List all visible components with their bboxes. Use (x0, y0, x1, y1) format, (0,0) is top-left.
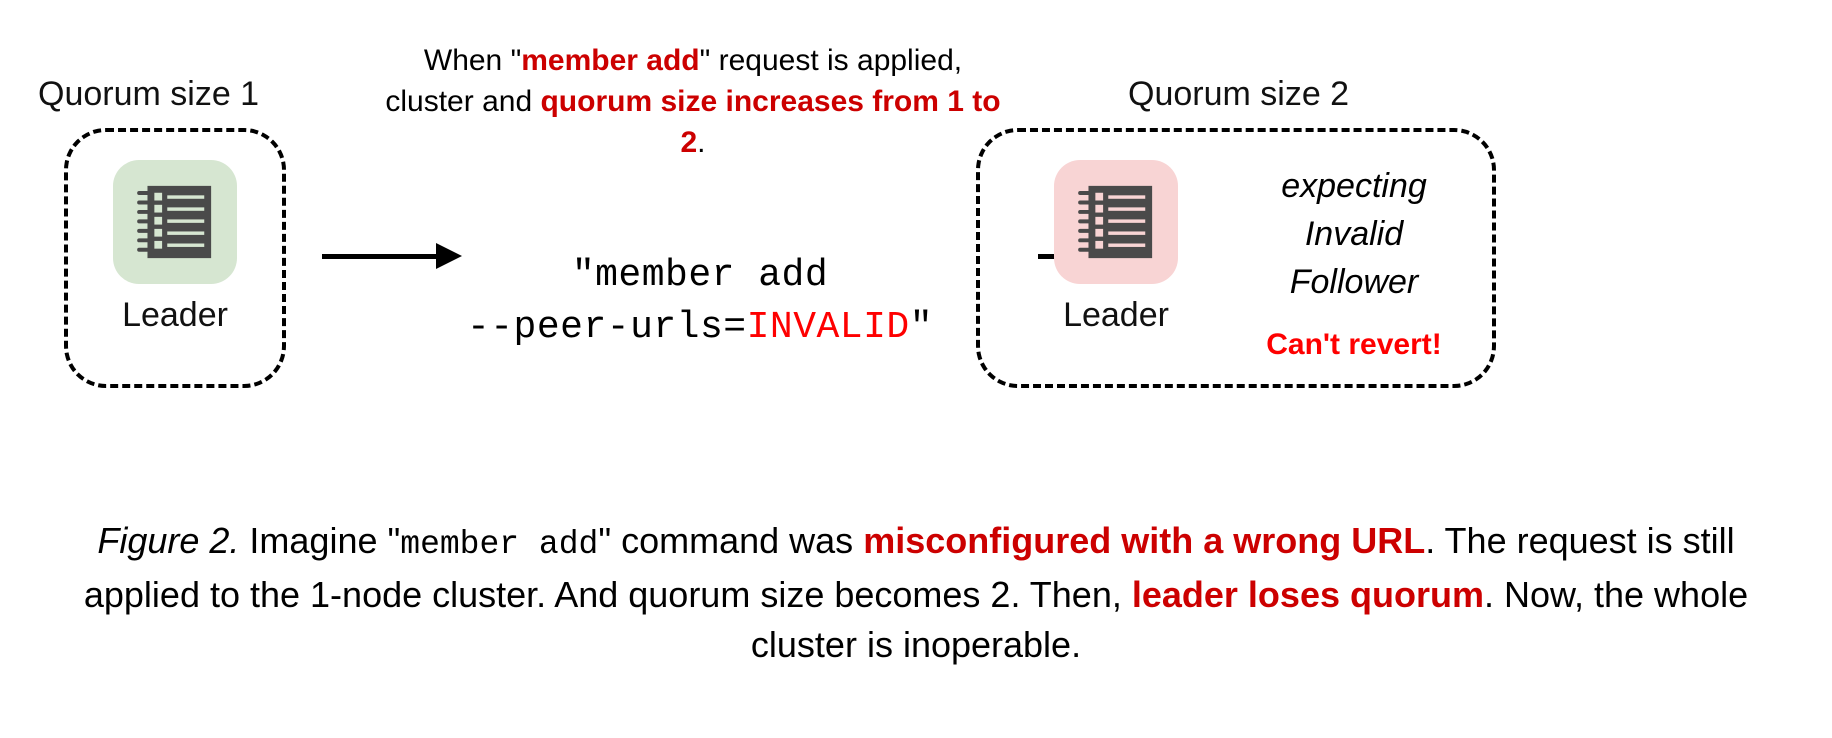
caption-highlight-2: leader loses quorum (1131, 574, 1484, 615)
caption-seg-mid: . The request is still applied to the 1-… (83, 520, 1735, 615)
top-caption-seg-0: When " (423, 44, 522, 77)
caption-seg-end: . Now, the whole cluster is inoperable. (750, 574, 1749, 665)
ledger-icon (113, 160, 237, 292)
left-leader-node-label: Leader (122, 296, 228, 334)
right-cluster-status: expecting Invalid Follower Can't revert! (1230, 162, 1478, 362)
command-subcommand: member add (595, 254, 829, 297)
figure-number: Figure 2. (97, 520, 240, 561)
left-leader-node: Leader (95, 160, 255, 334)
status-line-1: expecting (1281, 167, 1427, 205)
status-warning-badge: Can't revert! (1266, 328, 1442, 361)
caption-seg-imagine: Imagine " (239, 520, 401, 561)
left-cluster-boundary (64, 128, 286, 388)
top-caption-seg-1: member add (521, 44, 700, 77)
command-close-quote: " (909, 306, 934, 349)
top-caption-seg-3: quorum size increases from 1 to 2 (540, 85, 1001, 159)
caption-command-literal: member add (400, 526, 599, 563)
command-flag: --peer-urls= (466, 306, 747, 349)
right-cluster-boundary (976, 128, 1496, 388)
right-leader-node-label: Leader (1063, 296, 1169, 334)
right-leader-node: Leader (1036, 160, 1196, 334)
ledger-icon (1054, 160, 1178, 292)
right-cluster-group-label: Quorum size 2 (1128, 75, 1350, 113)
status-line-3: Follower (1289, 263, 1419, 301)
command-open-quote: " (571, 254, 596, 297)
top-caption-seg-2: " request is applied, cluster and (385, 44, 963, 118)
top-caption-seg-4: . (697, 126, 706, 159)
left-cluster-group-label: Quorum size 1 (38, 75, 260, 113)
status-line-2: Invalid (1304, 215, 1404, 253)
caption-seg-after-command: " command was (598, 520, 864, 561)
figure-caption: Figure 2. Imagine "member add" command w… (60, 516, 1772, 670)
command-text: "member add --peer-urls=INVALID" (430, 250, 970, 354)
arrow-left-to-command-icon (322, 243, 462, 269)
command-invalid-value: INVALID (746, 306, 910, 349)
top-caption: When "member add" request is applied, cl… (380, 40, 1006, 163)
caption-highlight-1: misconfigured with a wrong URL (863, 520, 1426, 561)
